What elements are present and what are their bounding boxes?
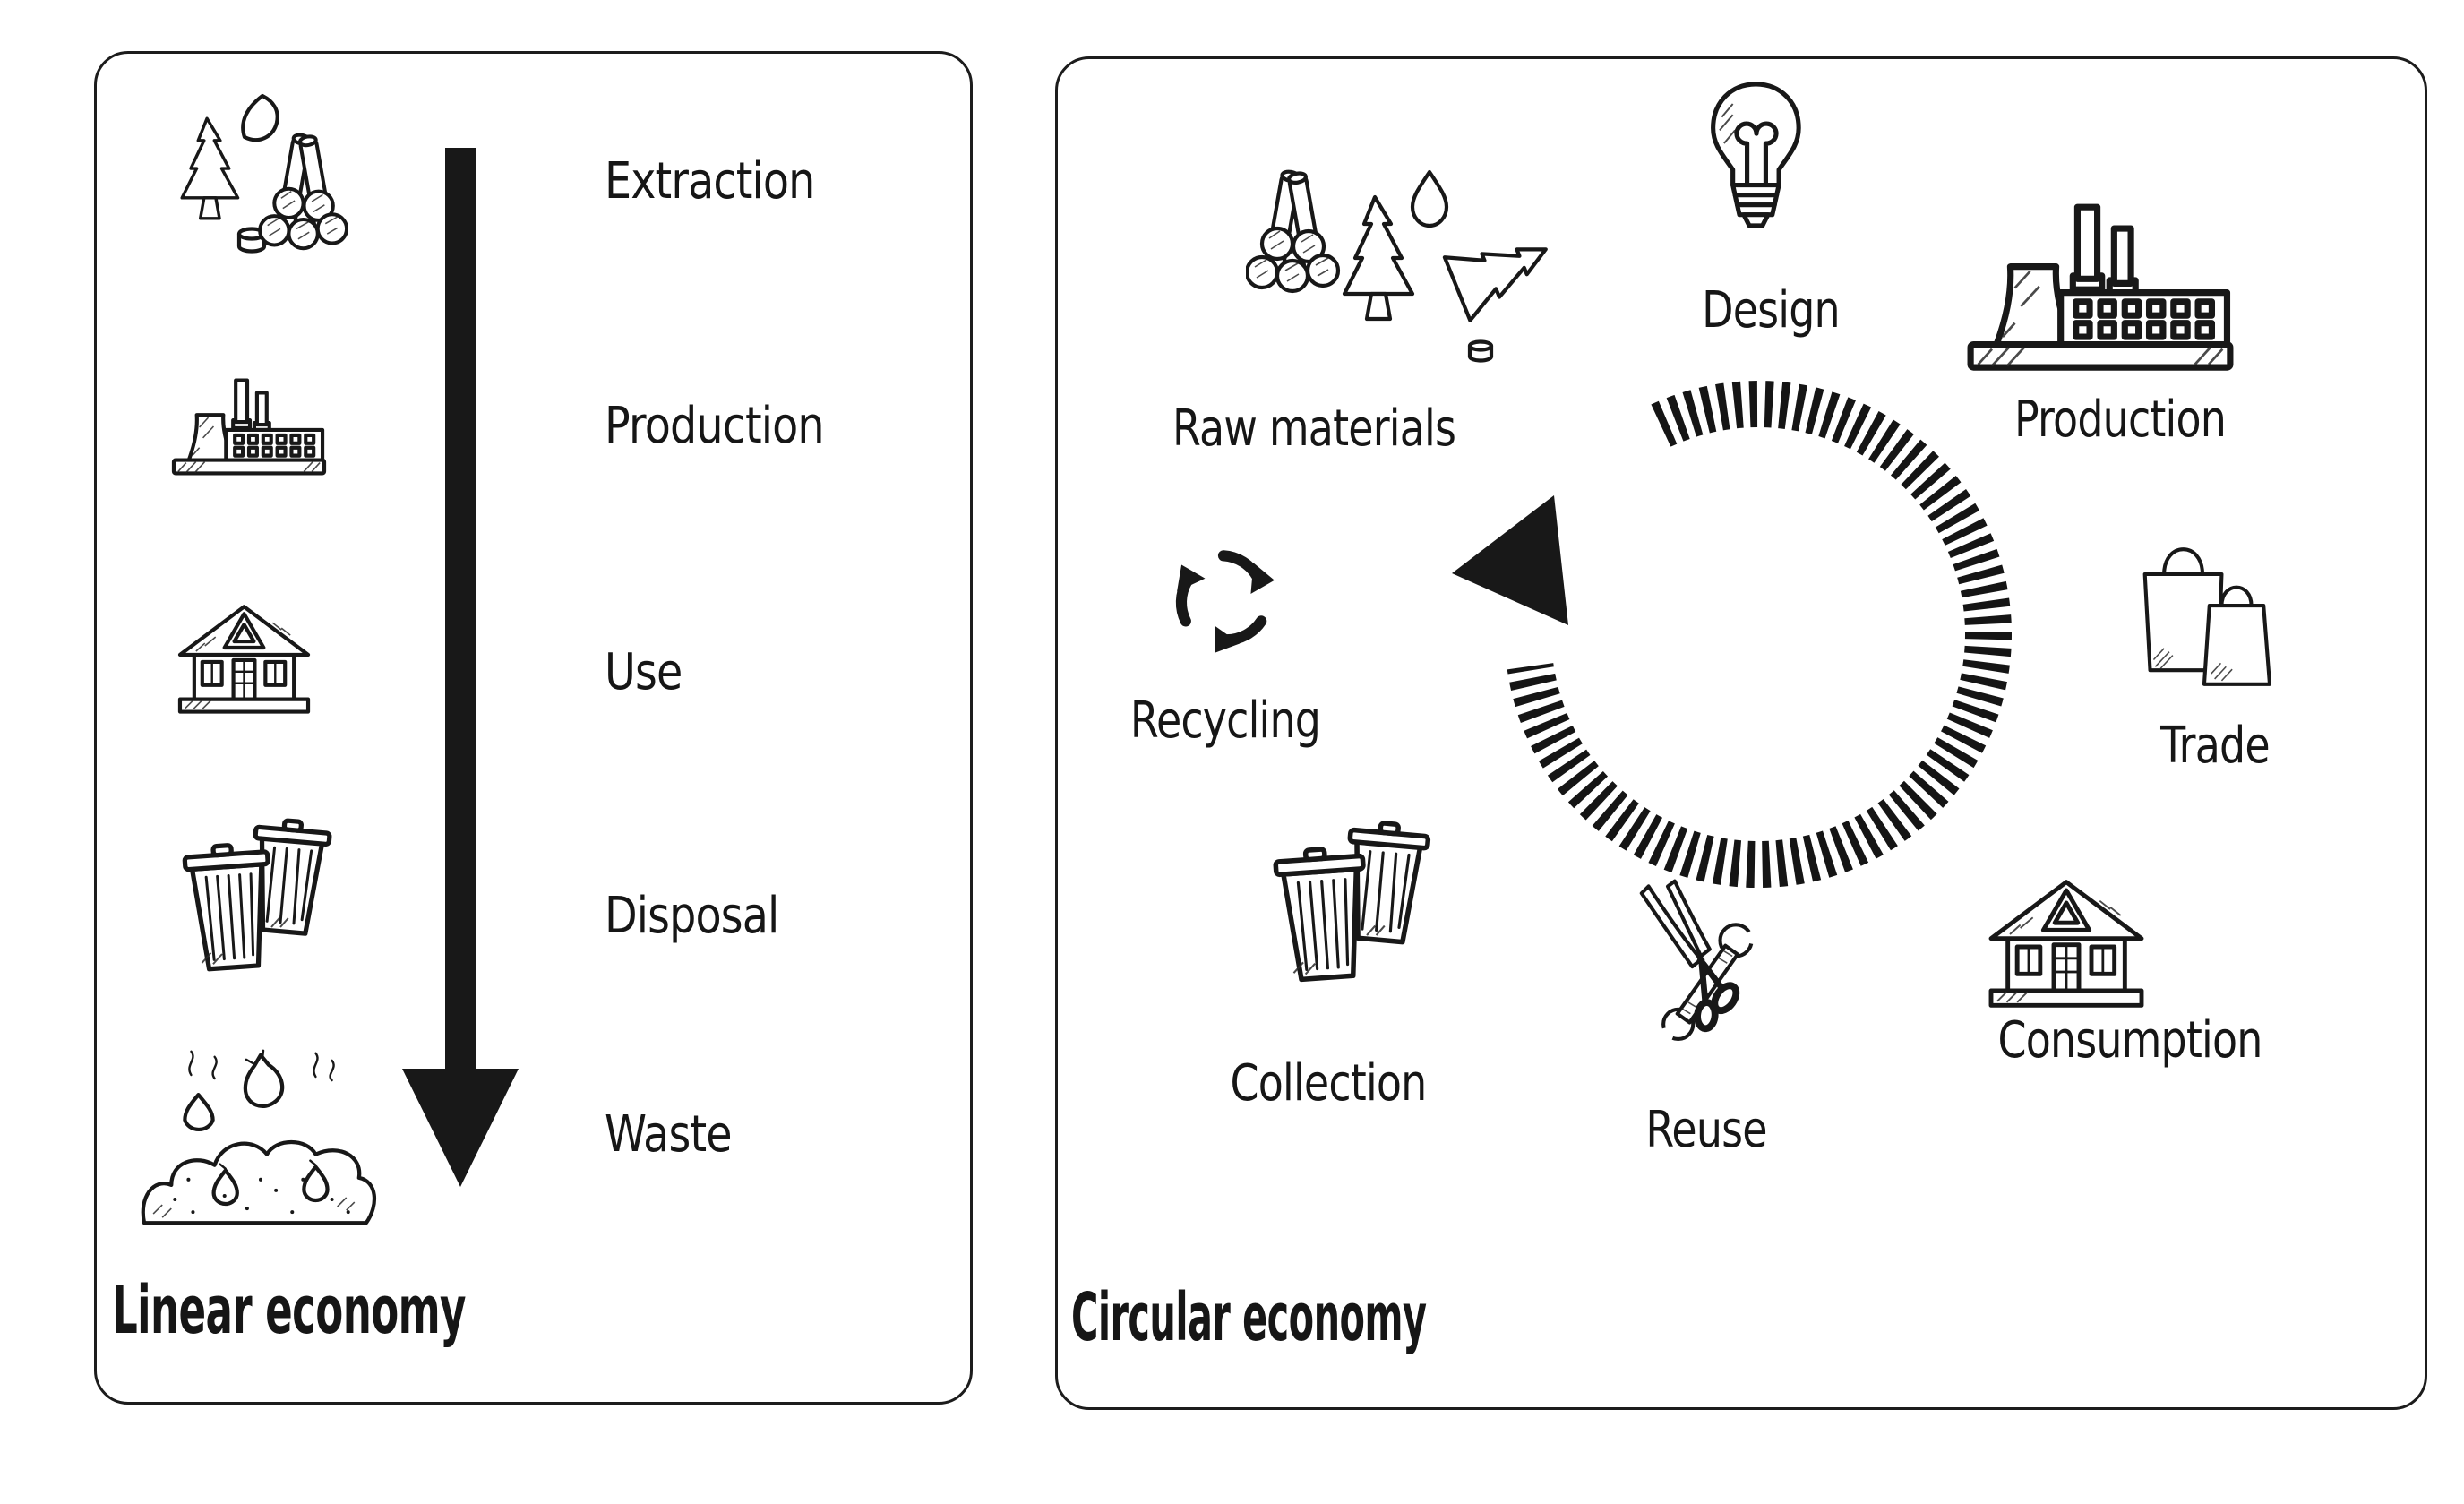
down-arrow-icon bbox=[397, 137, 531, 1194]
trash-cans-icon bbox=[168, 789, 339, 993]
trash-cans-icon bbox=[1258, 773, 1438, 1022]
trees-logs-icon bbox=[173, 92, 348, 258]
stage-label-production: Production bbox=[605, 397, 825, 455]
linear-economy-title: Linear economy bbox=[112, 1272, 466, 1349]
repair-tools-icon bbox=[1635, 877, 1771, 1063]
stage-label-extraction: Extraction bbox=[605, 152, 815, 211]
stage-label-design: Design bbox=[1702, 281, 1840, 339]
stage-label-waste: Waste bbox=[605, 1105, 733, 1164]
stage-label-disposal: Disposal bbox=[605, 887, 779, 945]
house-icon bbox=[1985, 852, 2148, 1010]
factory-icon bbox=[1966, 202, 2235, 374]
linear-economy-panel: Extraction Production Use Disposal Waste… bbox=[94, 51, 973, 1405]
stage-label-trade: Trade bbox=[2160, 717, 2270, 775]
stage-label-reuse: Reuse bbox=[1645, 1101, 1767, 1159]
circular-economy-title: Circular economy bbox=[1071, 1279, 1427, 1356]
cycle-arrow-icon bbox=[1436, 361, 2027, 898]
recycle-icon bbox=[1163, 529, 1284, 666]
stage-label-consumption: Consumption bbox=[1997, 1011, 2262, 1070]
circular-economy-panel: Raw materials Design Production Trade Co… bbox=[1055, 56, 2427, 1410]
waste-pile-icon bbox=[139, 1044, 382, 1236]
raw-materials-icon bbox=[1246, 168, 1559, 379]
stage-label-production: Production bbox=[2013, 391, 2227, 449]
stage-label-recycling: Recycling bbox=[1129, 692, 1321, 750]
stage-label-collection: Collection bbox=[1230, 1054, 1428, 1113]
stage-label-use: Use bbox=[605, 643, 683, 701]
factory-icon bbox=[171, 377, 327, 477]
house-icon bbox=[175, 581, 313, 716]
stage-label-raw-materials: Raw materials bbox=[1172, 400, 1456, 458]
shopping-bags-icon bbox=[2134, 520, 2271, 697]
lightbulb-icon bbox=[1703, 80, 1810, 255]
